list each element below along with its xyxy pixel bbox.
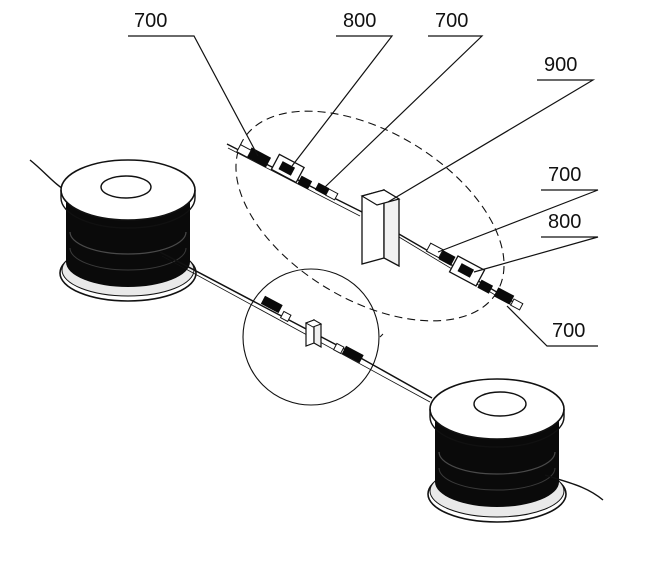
label-700-d: 700 bbox=[552, 320, 585, 342]
leader-700-d bbox=[506, 305, 598, 347]
label-700-b: 700 bbox=[435, 10, 468, 32]
label-700-c: 700 bbox=[548, 164, 581, 186]
adapter-800-upper bbox=[270, 153, 313, 190]
label-800-b: 800 bbox=[548, 211, 581, 233]
connector-700-lower bbox=[425, 242, 456, 266]
label-700-a: 700 bbox=[134, 10, 167, 32]
small-connector-right bbox=[332, 342, 364, 364]
connector-700-lower-right bbox=[493, 287, 524, 311]
leader-800-b bbox=[473, 236, 599, 273]
right-cable-spool bbox=[427, 378, 604, 523]
leader-700-c bbox=[437, 189, 599, 253]
leader-800-a bbox=[291, 35, 394, 167]
junction-box-900 bbox=[360, 188, 401, 268]
leader-700-a bbox=[128, 35, 259, 157]
right-spool-coil bbox=[435, 414, 559, 507]
right-spool-lead-cable bbox=[544, 474, 604, 501]
enlarged-assembly bbox=[226, 143, 524, 311]
adapter-800-lower bbox=[448, 255, 494, 294]
leader-700-b bbox=[323, 35, 484, 189]
leader-900 bbox=[387, 79, 596, 203]
detail-circle-small bbox=[242, 268, 384, 406]
left-cable-spool bbox=[29, 159, 197, 302]
small-connector-left bbox=[260, 295, 292, 323]
connector-700-middle bbox=[314, 182, 339, 201]
left-spool-hub bbox=[100, 175, 152, 199]
connector-700-upper-left bbox=[236, 143, 272, 168]
small-junction-box bbox=[304, 318, 323, 349]
detail-circle-outline bbox=[242, 268, 380, 406]
main-cable bbox=[159, 251, 433, 399]
leader-lines bbox=[128, 35, 599, 347]
right-spool-hub bbox=[473, 391, 527, 417]
label-900: 900 bbox=[544, 54, 577, 76]
left-spool-coil bbox=[66, 195, 190, 287]
label-800-a: 800 bbox=[343, 10, 376, 32]
